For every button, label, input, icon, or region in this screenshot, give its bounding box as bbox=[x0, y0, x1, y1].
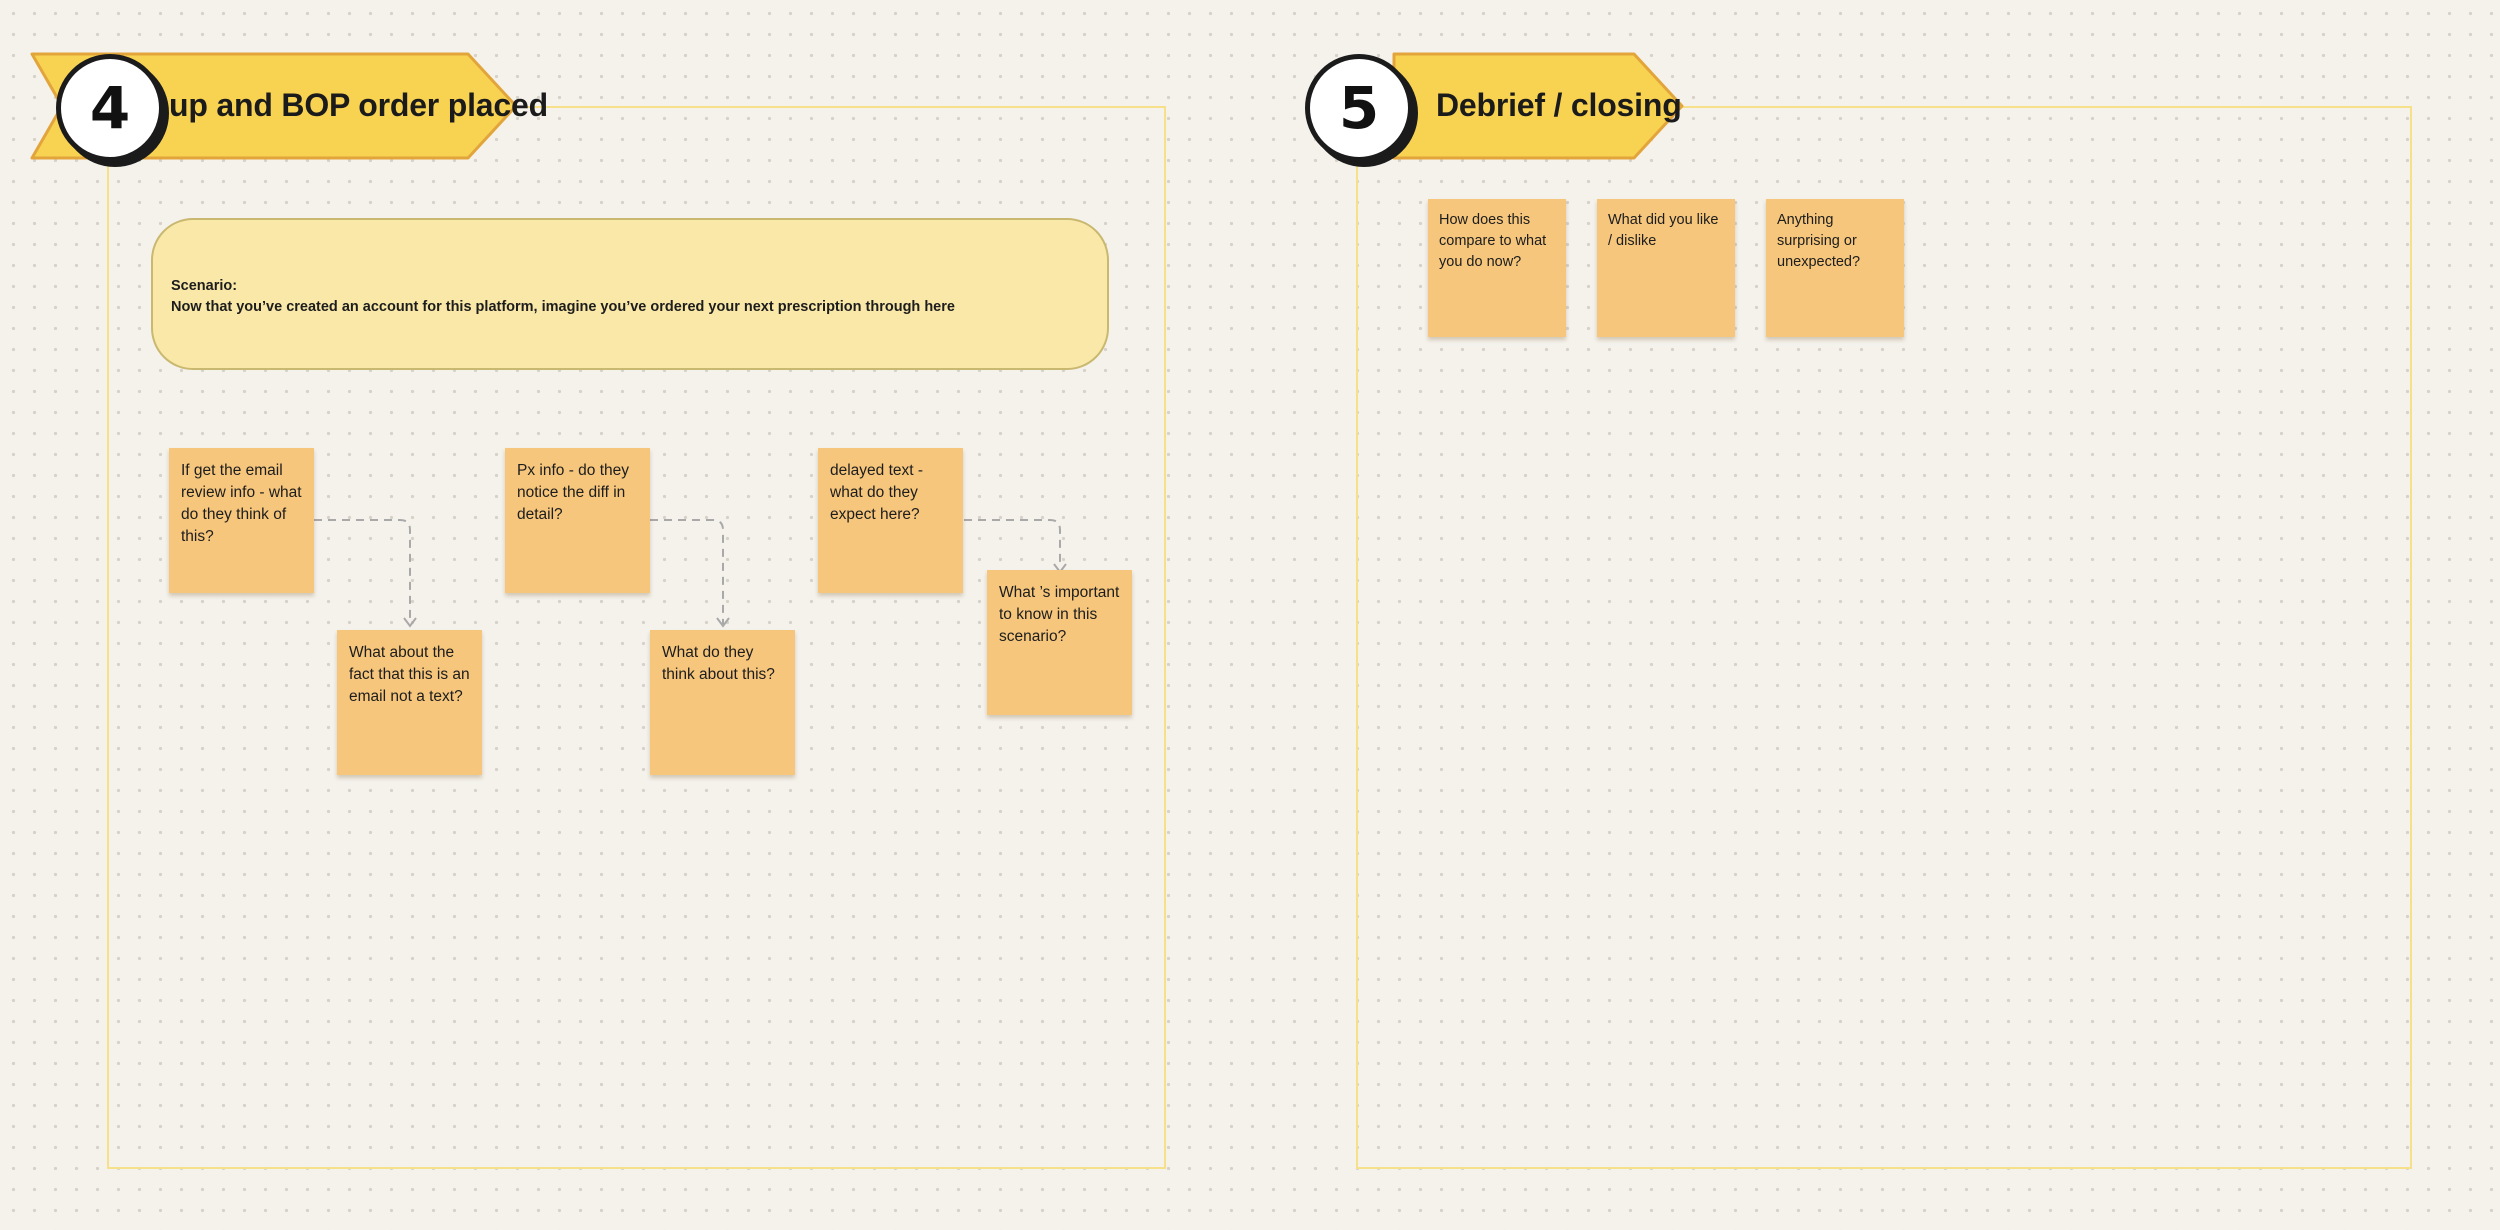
sticky-note[interactable]: What did you like / dislike bbox=[1597, 199, 1735, 337]
section-5-banner[interactable]: Debrief / closing bbox=[1390, 50, 1686, 162]
sticky-note[interactable]: Anything surprising or unexpected? bbox=[1766, 199, 1904, 337]
sticky-note[interactable]: If get the email review info - what do t… bbox=[169, 448, 314, 593]
sticky-note[interactable]: What about the fact that this is an emai… bbox=[337, 630, 482, 775]
scenario-card[interactable]: Scenario: Now that you’ve created an acc… bbox=[151, 218, 1109, 370]
scenario-label: Scenario: bbox=[171, 278, 238, 294]
step-number-badge-5: 5 bbox=[1305, 54, 1413, 162]
sticky-note[interactable]: What ’s important to know in this scenar… bbox=[987, 570, 1132, 715]
section-5-frame[interactable] bbox=[1356, 106, 2412, 1169]
section-4-frame[interactable] bbox=[107, 106, 1166, 1169]
sticky-note[interactable]: How does this compare to what you do now… bbox=[1428, 199, 1566, 337]
section-5-title: Debrief / closing bbox=[1436, 87, 1682, 123]
sticky-note[interactable]: delayed text - what do they expect here? bbox=[818, 448, 963, 593]
scenario-text: Now that you’ve created an account for t… bbox=[171, 299, 955, 315]
step-number-badge-4: 4 bbox=[56, 54, 164, 162]
sticky-note[interactable]: Px info - do they notice the diff in det… bbox=[505, 448, 650, 593]
sticky-note[interactable]: What do they think about this? bbox=[650, 630, 795, 775]
section-4-title: d up and BOP order placed bbox=[141, 87, 548, 123]
